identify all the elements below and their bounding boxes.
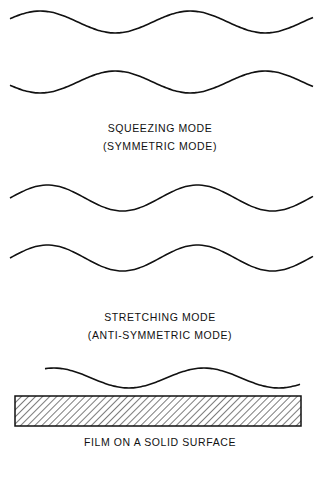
surface-wave	[45, 368, 300, 388]
solid-surface	[15, 396, 301, 426]
surface-wave	[10, 185, 313, 211]
mode-label: (SYMMETRIC MODE)	[103, 140, 217, 153]
mode-label: STRETCHING MODE	[104, 311, 216, 324]
mode-label: FILM ON A SOLID SURFACE	[84, 436, 236, 449]
surface-wave	[10, 245, 313, 271]
mode-label: SQUEEZING MODE	[108, 122, 213, 135]
surface-wave	[10, 11, 313, 33]
mode-label: (ANTI-SYMMETRIC MODE)	[88, 329, 232, 342]
surface-wave	[10, 71, 313, 93]
